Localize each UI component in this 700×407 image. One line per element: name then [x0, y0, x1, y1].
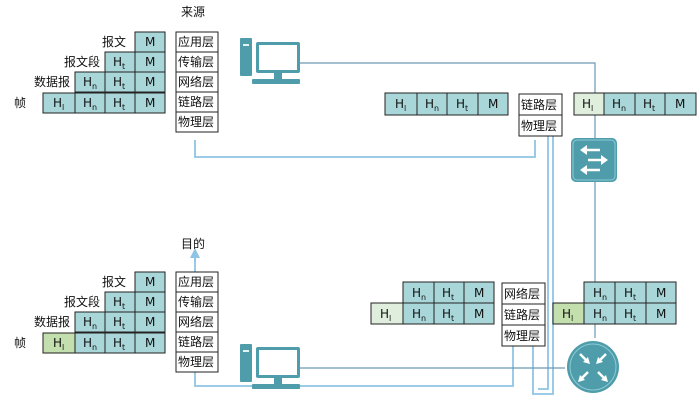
svg-text:M: M [488, 97, 498, 111]
row-label-segment: 报文段 [64, 54, 100, 69]
switch-outgoing-frame: Hl Hn Ht M [573, 92, 697, 116]
svg-text:Hn: Hn [83, 315, 97, 331]
router-outgoing-datagram: Hn Ht M Hl Hn Ht M [370, 281, 495, 325]
svg-text:M: M [474, 307, 484, 321]
svg-text:Hl: Hl [380, 307, 391, 323]
svg-text:Hn: Hn [593, 286, 607, 302]
svg-text:M: M [474, 286, 484, 300]
svg-text:Ht: Ht [442, 286, 454, 302]
svg-text:M: M [656, 286, 666, 300]
switch-layer-link: 链路层 [521, 97, 557, 112]
svg-text:M: M [656, 307, 666, 321]
bottom-row-label-datagram: 数据报 [34, 314, 70, 329]
bottom-row-label-frame: 帧 [14, 336, 26, 350]
bottom-layer-transport: 传输层 [178, 294, 214, 309]
svg-text:Ht: Ht [456, 97, 468, 113]
svg-text:Hn: Hn [83, 336, 97, 352]
bottom-packet-rows: M Ht M Hn Ht M Hl Hn Ht M [42, 271, 166, 354]
svg-text:Hn: Hn [83, 96, 97, 112]
top-packet-rows: M Ht M Hn Ht M Hl Hn Ht M [42, 31, 166, 114]
svg-text:Hn: Hn [412, 286, 426, 302]
switch-incoming-frame: Hl Hn Ht M [384, 92, 509, 116]
row-label-message: 报文 [102, 34, 126, 49]
computer-icon [240, 38, 300, 84]
router-icon [567, 341, 619, 393]
path-top-host-to-switch [194, 140, 536, 158]
svg-text:M: M [145, 295, 155, 309]
svg-text:Hn: Hn [593, 307, 607, 323]
bottom-layer-link: 链路层 [178, 334, 214, 349]
top-layer-stack: 应用层 传输层 网络层 链路层 物理层 [175, 31, 219, 133]
svg-text:Ht: Ht [113, 96, 125, 112]
router-layer-stack: 网络层 链路层 物理层 [501, 282, 546, 347]
svg-text:Ht: Ht [113, 336, 125, 352]
bottom-row-label-segment: 报文段 [64, 294, 100, 309]
layer-network: 网络层 [178, 74, 214, 89]
bottom-layer-stack: 应用层 传输层 网络层 链路层 物理层 [175, 271, 219, 373]
switch-layer-physical: 物理层 [521, 119, 557, 133]
row-label-frame: 帧 [14, 96, 26, 110]
layer-transport: 传输层 [178, 54, 214, 69]
svg-text:Hn: Hn [425, 97, 439, 113]
router-layer-physical: 物理层 [504, 329, 540, 343]
svg-text:M: M [145, 35, 155, 49]
svg-text:Hl: Hl [53, 336, 64, 352]
computer-icon-destination [240, 344, 300, 389]
switch-icon [571, 138, 617, 182]
svg-text:M: M [145, 96, 155, 110]
svg-text:Hn: Hn [83, 75, 97, 91]
bottom-layer-physical: 物理层 [178, 355, 214, 369]
svg-text:Ht: Ht [624, 307, 636, 323]
svg-text:Ht: Ht [643, 97, 655, 113]
svg-text:M: M [145, 55, 155, 69]
router-incoming-datagram: Hn Ht M Hl Hn Ht M [552, 281, 677, 325]
svg-text:Ht: Ht [442, 307, 454, 323]
svg-text:M: M [145, 275, 155, 289]
svg-text:Ht: Ht [113, 55, 125, 71]
destination-label: 目的 [181, 236, 205, 251]
bottom-row-label-message: 报文 [102, 274, 126, 289]
path-switch-to-router [532, 130, 554, 395]
svg-text:M: M [675, 97, 685, 111]
svg-text:M: M [145, 336, 155, 350]
arrow-up-head [190, 248, 200, 258]
path-switch-to-router-2 [538, 134, 549, 390]
bottom-layer-network: 网络层 [178, 314, 214, 329]
router-layer-network: 网络层 [504, 286, 540, 301]
layer-physical: 物理层 [178, 115, 214, 129]
bottom-layer-application: 应用层 [178, 274, 214, 289]
svg-text:Ht: Ht [113, 315, 125, 331]
source-label: 来源 [181, 5, 205, 19]
svg-text:Hn: Hn [612, 97, 626, 113]
svg-text:Hl: Hl [582, 97, 593, 113]
row-label-datagram: 数据报 [34, 74, 70, 89]
svg-text:Ht: Ht [113, 75, 125, 91]
svg-text:Hl: Hl [395, 97, 406, 113]
svg-text:M: M [145, 315, 155, 329]
svg-text:Hl: Hl [562, 307, 573, 323]
svg-text:Hl: Hl [53, 96, 64, 112]
svg-text:Ht: Ht [113, 295, 125, 311]
layer-application: 应用层 [178, 34, 214, 49]
router-layer-link: 链路层 [504, 307, 540, 322]
svg-text:Hn: Hn [412, 307, 426, 323]
svg-text:Ht: Ht [624, 286, 636, 302]
svg-text:M: M [145, 75, 155, 89]
switch-layer-stack: 链路层 物理层 [518, 93, 563, 137]
layer-link: 链路层 [178, 94, 214, 109]
